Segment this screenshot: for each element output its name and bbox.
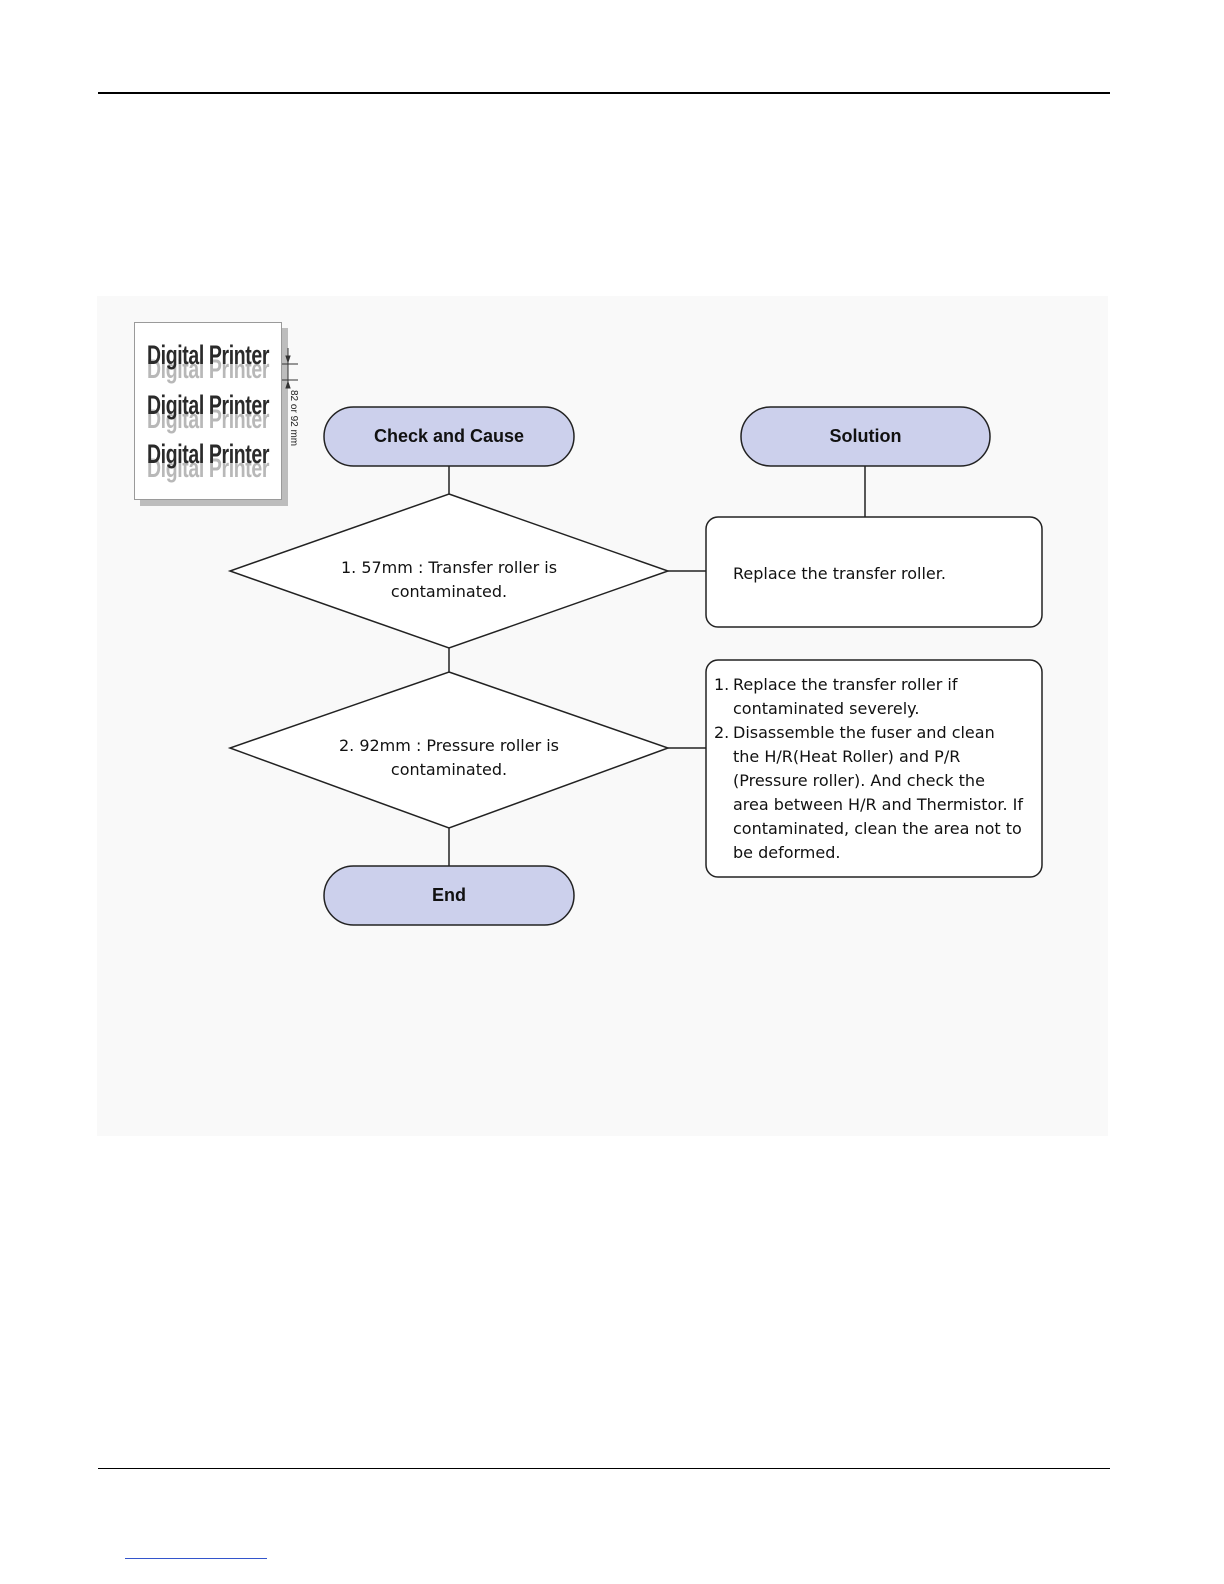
connector-lines bbox=[448, 466, 866, 866]
list-item-number: 2. bbox=[714, 723, 730, 742]
ghost-text: Digital Printer bbox=[147, 453, 270, 483]
solution-1-text: Replace the transfer roller. bbox=[733, 564, 946, 583]
footer-rule bbox=[98, 1468, 1110, 1469]
solution-box-2 bbox=[705, 659, 1043, 878]
print-text: Digital Printer bbox=[147, 390, 270, 420]
ghost-text: Digital Printer bbox=[147, 404, 270, 434]
list-item: 1. Replace the transfer roller if contam… bbox=[714, 673, 1024, 721]
list-item-text: Disassemble the fuser and clean the H/R(… bbox=[733, 723, 1023, 862]
sample-print-sheet bbox=[134, 322, 282, 500]
check-and-cause-pill bbox=[323, 406, 575, 467]
list-item: 2. Disassemble the fuser and clean the H… bbox=[714, 721, 1024, 865]
decision-diamond-1 bbox=[227, 493, 671, 649]
dimension-marker bbox=[282, 348, 298, 389]
sample-print-line-2: Digital Printer Digital Printer bbox=[147, 390, 277, 438]
footer-link-underline[interactable] bbox=[125, 1558, 267, 1559]
solution-box-1 bbox=[705, 516, 1043, 628]
cause-2-text: 2. 92mm : Pressure roller is contaminate… bbox=[338, 736, 560, 779]
decision-diamond-2 bbox=[227, 671, 671, 829]
dimension-label: 82 or 92 mm bbox=[288, 390, 299, 447]
header-rule bbox=[98, 92, 1110, 94]
solution-2-list: 1. Replace the transfer roller if contam… bbox=[714, 673, 1024, 865]
list-item-text: Replace the transfer roller if contamina… bbox=[733, 675, 958, 718]
ghost-text: Digital Printer bbox=[147, 354, 270, 384]
check-and-cause-label: Check and Cause bbox=[373, 426, 525, 446]
print-text: Digital Printer bbox=[147, 439, 270, 469]
solution-label: Solution bbox=[829, 426, 902, 446]
end-label: End bbox=[432, 885, 466, 905]
cause-1-text: 1. 57mm : Transfer roller is contaminate… bbox=[340, 558, 558, 601]
sample-print-line-3: Digital Printer Digital Printer bbox=[147, 439, 277, 487]
sample-print-line-1: Digital Printer Digital Printer bbox=[147, 340, 277, 388]
end-pill bbox=[323, 865, 575, 926]
print-text: Digital Printer bbox=[147, 340, 270, 370]
list-item-number: 1. bbox=[714, 675, 730, 694]
solution-pill bbox=[740, 406, 991, 467]
